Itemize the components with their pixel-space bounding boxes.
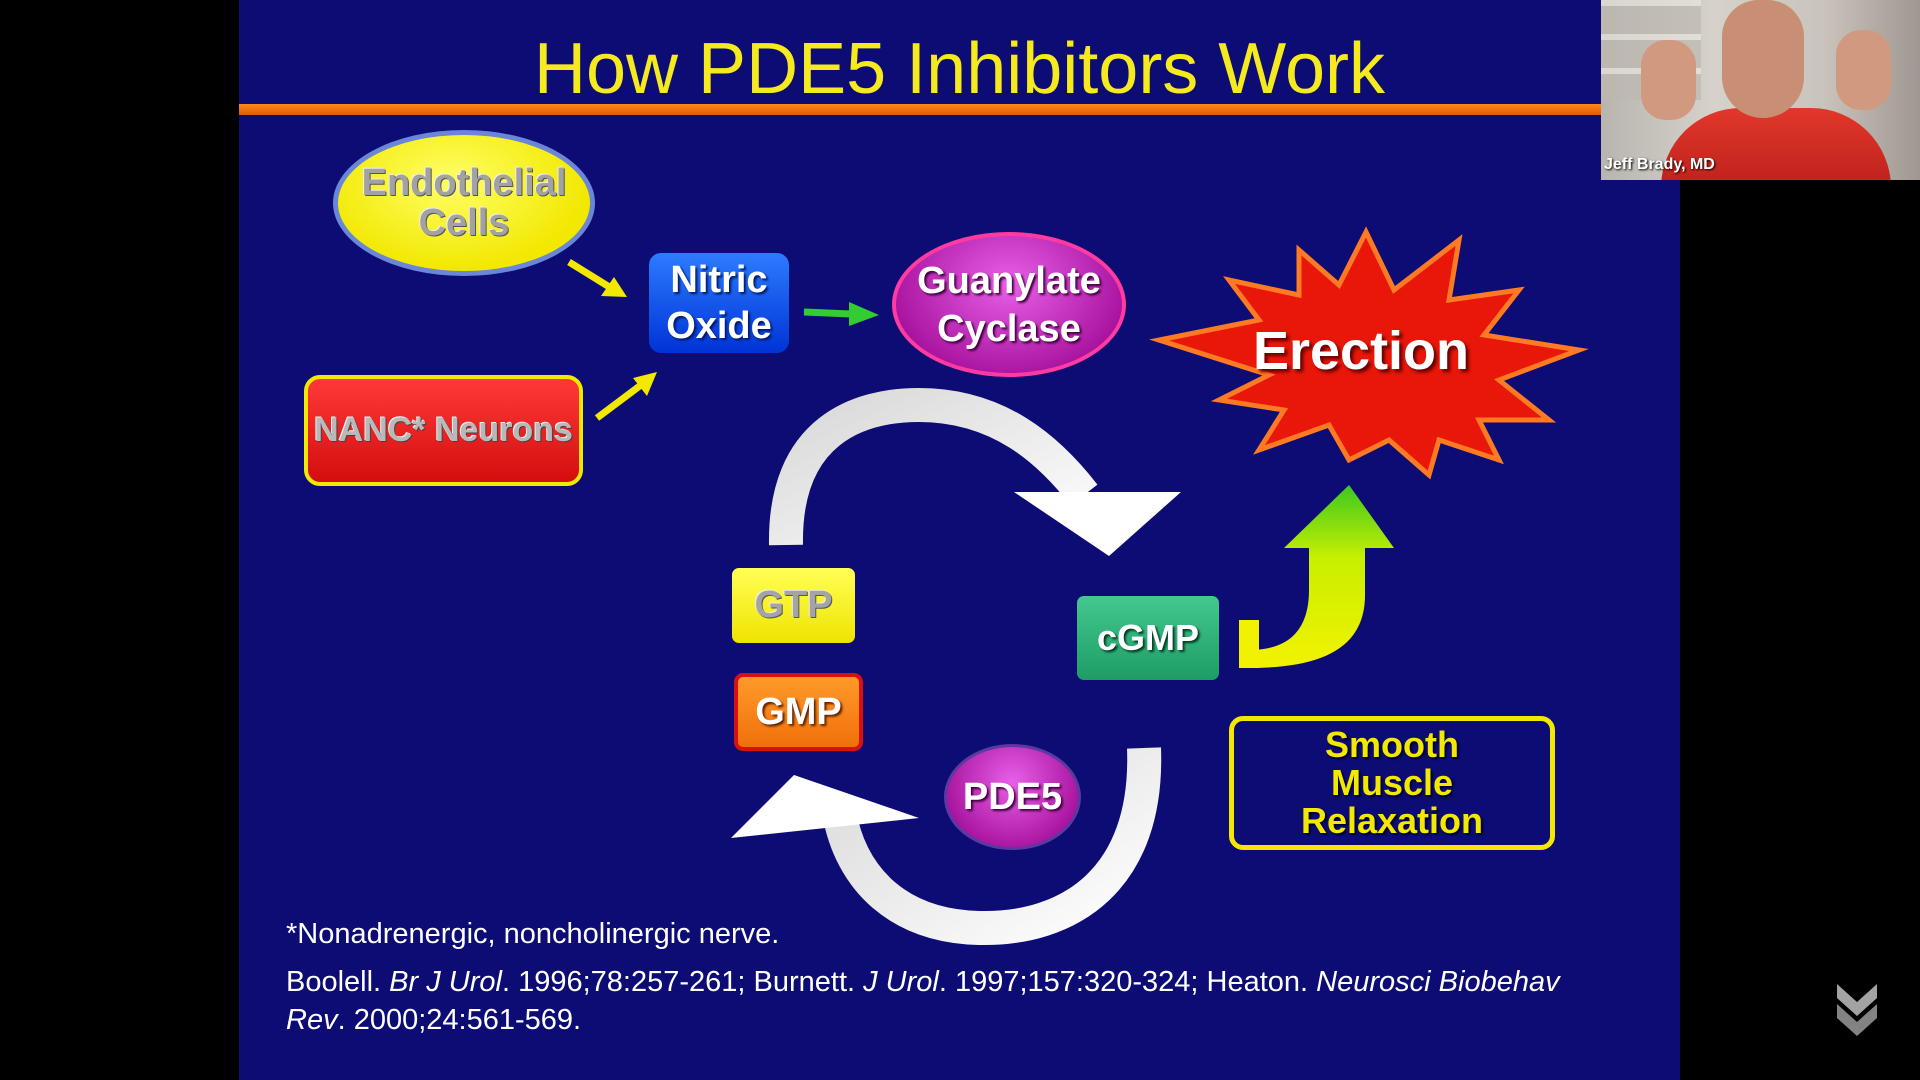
speaker-head: [1722, 0, 1804, 118]
cycle-arrow-bottom: [731, 747, 1162, 946]
nanc-neurons-node: NANC* Neurons: [304, 375, 583, 486]
ref-cite-2: . 1997;157:320-324; Heaton.: [938, 966, 1317, 998]
nitric-line2: Oxide: [666, 305, 772, 347]
endothelial-cells-node: Endothelial Cells: [333, 130, 595, 276]
gmp-node: GMP: [734, 673, 863, 751]
endothelial-line1: Endothelial: [361, 162, 567, 204]
speaker-left-hand: [1641, 40, 1696, 120]
guanylate-line2: Cyclase: [937, 307, 1081, 350]
erection-starburst: [1149, 226, 1589, 480]
pde5-node: PDE5: [944, 744, 1081, 850]
endothelial-line2: Cells: [418, 202, 510, 244]
slide-title: How PDE5 Inhibitors Work: [534, 29, 1385, 109]
ref-cite-1: . 1996;78:257-261; Burnett.: [501, 966, 864, 998]
speaker-right-hand: [1836, 30, 1891, 110]
slide-references: Boolell. Br J Urol. 1996;78:257-261; Bur…: [286, 963, 1616, 1039]
arrow-cgmp-to-erection: [1239, 485, 1394, 668]
smooth-line2: Muscle: [1330, 762, 1454, 803]
smooth-line3: Relaxation: [1300, 800, 1484, 841]
cycle-arrow-top: [768, 387, 1181, 556]
title-underline: [239, 104, 1680, 115]
guanylate-line1: Guanylate: [917, 259, 1101, 302]
cgmp-node: cGMP: [1077, 596, 1219, 680]
nitric-oxide-node: Nitric Oxide: [649, 253, 789, 353]
arrow-nanc-to-no: [594, 372, 657, 421]
speaker-name-label: Jeff Brady, MD: [1604, 156, 1715, 173]
ref-journal-2: J Urol: [863, 966, 939, 998]
gtp-node: GTP: [732, 568, 855, 643]
speaker-webcam-tile[interactable]: Jeff Brady, MD: [1601, 0, 1920, 180]
speaker-body: [1661, 108, 1891, 180]
ref-journal-1: Br J Urol: [389, 966, 502, 998]
guanylate-cyclase-node: Guanylate Cyclase: [892, 232, 1126, 377]
arrow-endothelial-to-no: [567, 259, 627, 297]
ref-cite-3: . 2000;24:561-569.: [337, 1004, 582, 1036]
slide-footnote: *Nonadrenergic, noncholinergic nerve.: [286, 918, 780, 950]
smooth-muscle-relaxation-node: Smooth Muscle Relaxation: [1229, 716, 1555, 850]
nitric-line1: Nitric: [670, 259, 768, 301]
diagram-arrows: [567, 226, 1589, 946]
ref-journal-3: Neurosci Biobehav Rev: [286, 966, 1560, 1036]
arrow-no-to-gc: [803, 302, 879, 326]
smooth-line1: Smooth: [1325, 724, 1459, 765]
ref-author-1: Boolell.: [286, 966, 390, 998]
erection-label: Erection: [1252, 321, 1470, 381]
presentation-slide: How PDE5 Inhibitors Work: [239, 0, 1680, 1080]
watermark-logo-icon: [1837, 984, 1877, 1036]
